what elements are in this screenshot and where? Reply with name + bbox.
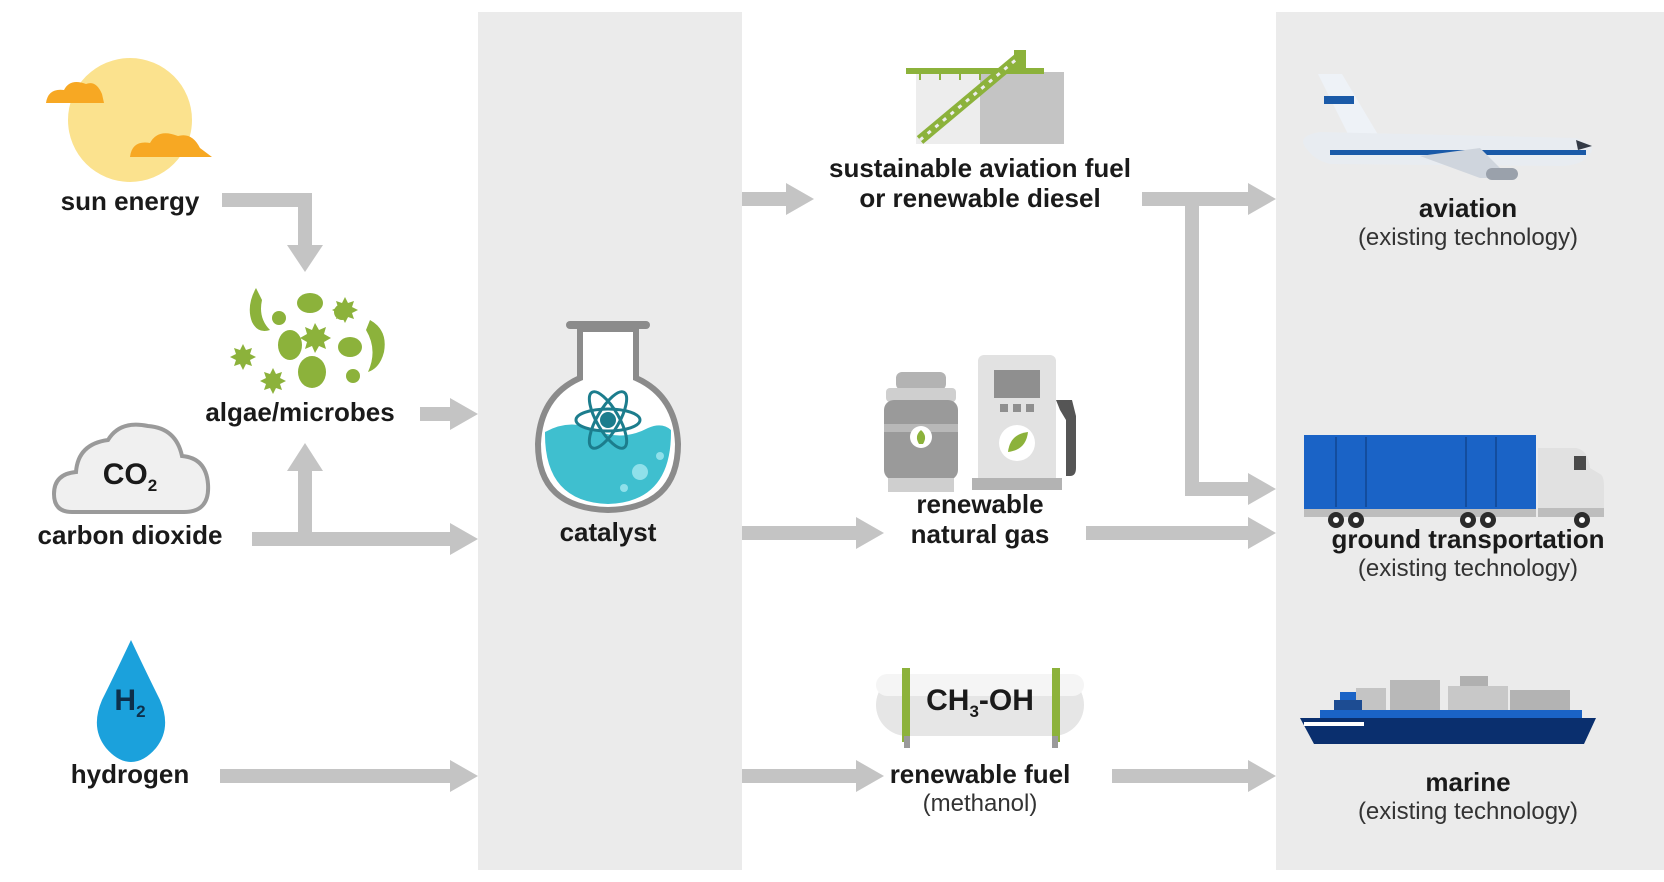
h2-formula: H2	[114, 684, 145, 722]
hydrogen-drop-icon	[96, 640, 166, 762]
cargo-ship-icon	[1300, 676, 1596, 744]
arrow-catalyst-to-methanol	[742, 760, 884, 792]
methanol-formula-b: -OH	[978, 684, 1034, 717]
gas-cylinder-icon	[884, 372, 958, 492]
arrow-saf-to-ground	[1185, 199, 1276, 505]
aviation-label-sub: (existing technology)	[1357, 223, 1579, 251]
catalyst-label: catalyst	[559, 517, 657, 547]
rng-label-line1: renewable	[916, 489, 1044, 519]
marine-label-sub: (existing technology)	[1357, 797, 1579, 825]
arrow-hydrogen-to-catalyst	[220, 760, 478, 792]
arrows	[220, 183, 1276, 792]
co2-formula-sub: 2	[147, 476, 158, 495]
methanol-formula: CH3-OH	[926, 684, 1034, 722]
fuel-pump-icon	[972, 355, 1076, 490]
sun-icon	[46, 58, 212, 182]
methanol-tank-icon	[876, 668, 1084, 748]
arrow-co2-to-catalyst	[252, 523, 478, 555]
arrow-catalyst-to-saf	[742, 183, 814, 215]
hydrogen-label: hydrogen	[70, 759, 190, 789]
arrow-co2-to-algae	[287, 443, 323, 539]
marine-label: marine (existing technology)	[1357, 767, 1579, 825]
ground-label-sub: (existing technology)	[1357, 554, 1579, 582]
arrow-methanol-to-marine	[1112, 760, 1276, 792]
arrow-sun-to-algae	[222, 193, 323, 272]
saf-label-line2: or renewable diesel	[859, 182, 1101, 213]
arrow-saf-to-aviation	[1142, 183, 1276, 215]
fuel-storage-tank-icon	[906, 50, 1064, 144]
sun-energy-label: sun energy	[60, 186, 200, 216]
co2-cloud-icon	[51, 422, 211, 514]
methanol-label-sub: (methanol)	[922, 789, 1038, 817]
semi-truck-icon	[1304, 435, 1604, 528]
methanol-formula-sub: 3	[969, 702, 979, 721]
algae-microbes-label: algae/microbes	[205, 397, 395, 427]
methanol-label-main: renewable fuel	[889, 759, 1071, 789]
carbon-dioxide-label: carbon dioxide	[37, 520, 223, 550]
rng-label-line2: natural gas	[910, 518, 1050, 549]
saf-label-line1: sustainable aviation fuel	[829, 153, 1131, 183]
aviation-label: aviation (existing technology)	[1357, 193, 1579, 251]
airplane-icon	[1303, 74, 1592, 180]
ground-transportation-label: ground transportation (existing technolo…	[1331, 524, 1605, 582]
rng-label: renewable natural gas	[910, 489, 1050, 550]
methanol-formula-a: CH	[926, 684, 970, 717]
h2-formula-sub: 2	[136, 702, 146, 721]
catalyst-flask-icon	[534, 321, 682, 514]
co2-formula: CO2	[103, 458, 157, 496]
marine-label-main: marine	[1425, 767, 1511, 797]
ground-label-main: ground transportation	[1331, 524, 1605, 554]
aviation-label-main: aviation	[1418, 193, 1518, 223]
saf-label: sustainable aviation fuel or renewable d…	[829, 153, 1131, 214]
co2-formula-main: CO	[102, 458, 148, 491]
arrow-algae-to-catalyst	[420, 398, 478, 430]
algae-microbes-icon	[230, 288, 385, 394]
arrow-rng-to-ground	[1086, 517, 1276, 549]
arrow-catalyst-to-rng	[742, 517, 884, 549]
methanol-label: renewable fuel (methanol)	[889, 759, 1071, 817]
h2-formula-main: H	[114, 684, 137, 717]
